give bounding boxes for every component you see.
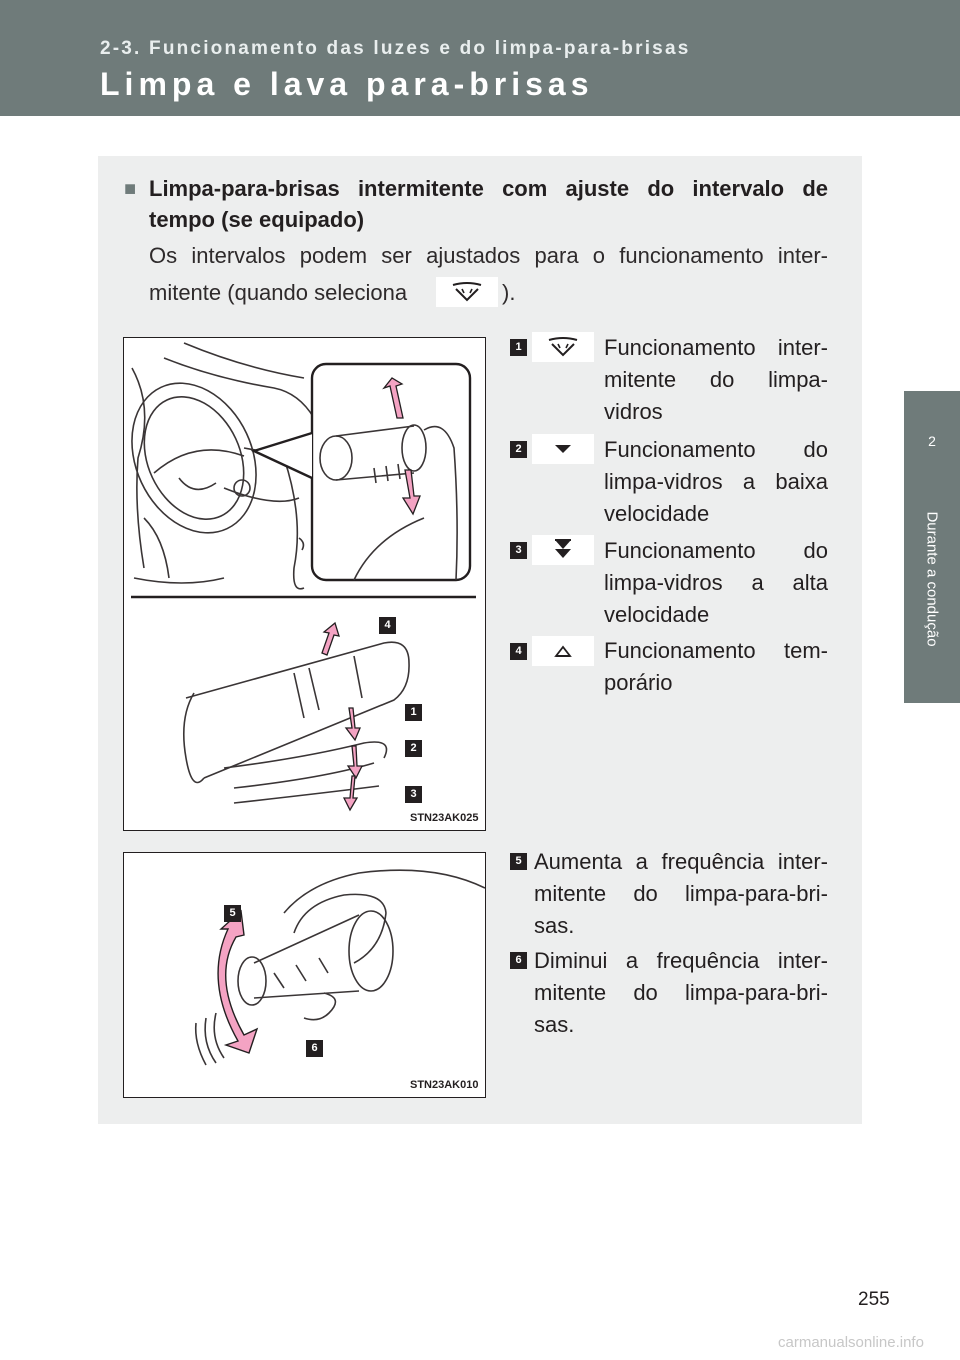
figure1-callout-4: 4 bbox=[379, 617, 396, 634]
legend-4-line1: Funcionamento tem- bbox=[604, 638, 828, 663]
legend-4-badge: 4 bbox=[510, 643, 527, 660]
legend-5-badge: 5 bbox=[510, 853, 527, 870]
page-title: Limpa e lava para-brisas bbox=[100, 66, 594, 102]
intermittent-wiper-icon bbox=[452, 282, 482, 302]
low-speed-icon bbox=[555, 445, 571, 453]
legend-2-line2: limpa-vidros a baixa bbox=[604, 469, 828, 494]
figure2-callout-6: 6 bbox=[306, 1040, 323, 1057]
page-number: 255 bbox=[858, 1289, 890, 1310]
section-body-line2a: mitente (quando seleciona bbox=[149, 280, 408, 305]
legend-2-badge: 2 bbox=[510, 441, 527, 458]
figure1-callout-2: 2 bbox=[405, 740, 422, 757]
figure1-callout-3: 3 bbox=[405, 786, 422, 803]
legend-3-icon-box bbox=[532, 535, 594, 565]
legend-3-line2: limpa-vidros a alta bbox=[604, 570, 828, 595]
wiper-lever-illustration bbox=[131, 342, 476, 812]
legend-2-line1: Funcionamento do bbox=[604, 437, 828, 462]
section-heading-line2: tempo (se equipado) bbox=[149, 207, 365, 232]
wiper-lever-figure: 4 1 2 3 STN23AK025 bbox=[123, 337, 486, 831]
legend-5-line2: mitente do limpa-para-bri- bbox=[534, 881, 828, 906]
legend-1-icon-box bbox=[532, 332, 594, 362]
legend-3-line3: velocidade bbox=[604, 602, 710, 627]
chapter-header: 2-3. Funcionamento das luzes e do limpa-… bbox=[0, 0, 960, 116]
legend-2-icon-box bbox=[532, 434, 594, 464]
legend-5-line3: sas. bbox=[534, 913, 575, 938]
section-heading-line1: Limpa-para-brisas intermitente com ajust… bbox=[149, 176, 828, 201]
interval-ring-figure: 5 6 STN23AK010 bbox=[123, 852, 486, 1098]
chapter-subtitle: 2-3. Funcionamento das luzes e do limpa-… bbox=[100, 38, 691, 59]
legend-6-line2: mitente do limpa-para-bri- bbox=[534, 980, 828, 1005]
figure1-callout-1: 1 bbox=[405, 704, 422, 721]
legend-1-line2: mitente do limpa- bbox=[604, 367, 828, 392]
legend-2-line3: velocidade bbox=[604, 501, 710, 526]
legend-1-line3: vidros bbox=[604, 399, 663, 424]
section-body-line2b: ). bbox=[502, 280, 516, 305]
chapter-number: 2 bbox=[928, 433, 936, 449]
legend-6-line1: Diminui a frequência inter- bbox=[534, 948, 828, 973]
legend-1-badge: 1 bbox=[510, 339, 527, 356]
inline-wiper-icon-box bbox=[436, 277, 498, 307]
figure2-code: STN23AK010 bbox=[410, 1079, 479, 1091]
chapter-side-tab: 2 Durante a condução bbox=[904, 391, 960, 703]
watermark: carmanualsonline.info bbox=[778, 1334, 924, 1351]
legend-5-line1: Aumenta a frequência inter- bbox=[534, 849, 828, 874]
high-speed-icon bbox=[555, 539, 571, 558]
section-body-line1: Os intervalos podem ser ajustados para o… bbox=[149, 243, 828, 268]
figure1-code: STN23AK025 bbox=[410, 812, 479, 824]
legend-3-line1: Funcionamento do bbox=[604, 538, 828, 563]
legend-4-icon-box bbox=[532, 636, 594, 666]
section-bullet: ■ bbox=[124, 178, 137, 200]
legend-6-line3: sas. bbox=[534, 1012, 575, 1037]
mist-icon bbox=[554, 645, 572, 657]
interval-ring-illustration bbox=[194, 869, 485, 1066]
intermittent-wiper-icon bbox=[548, 337, 578, 357]
chapter-label: Durante a condução bbox=[923, 511, 941, 647]
figure2-callout-5: 5 bbox=[224, 905, 241, 922]
legend-1-line1: Funcionamento inter- bbox=[604, 335, 828, 360]
content-panel: ■ Limpa-para-brisas intermitente com aju… bbox=[98, 156, 862, 1124]
legend-3-badge: 3 bbox=[510, 542, 527, 559]
legend-6-badge: 6 bbox=[510, 952, 527, 969]
legend-4-line2: porário bbox=[604, 670, 673, 695]
